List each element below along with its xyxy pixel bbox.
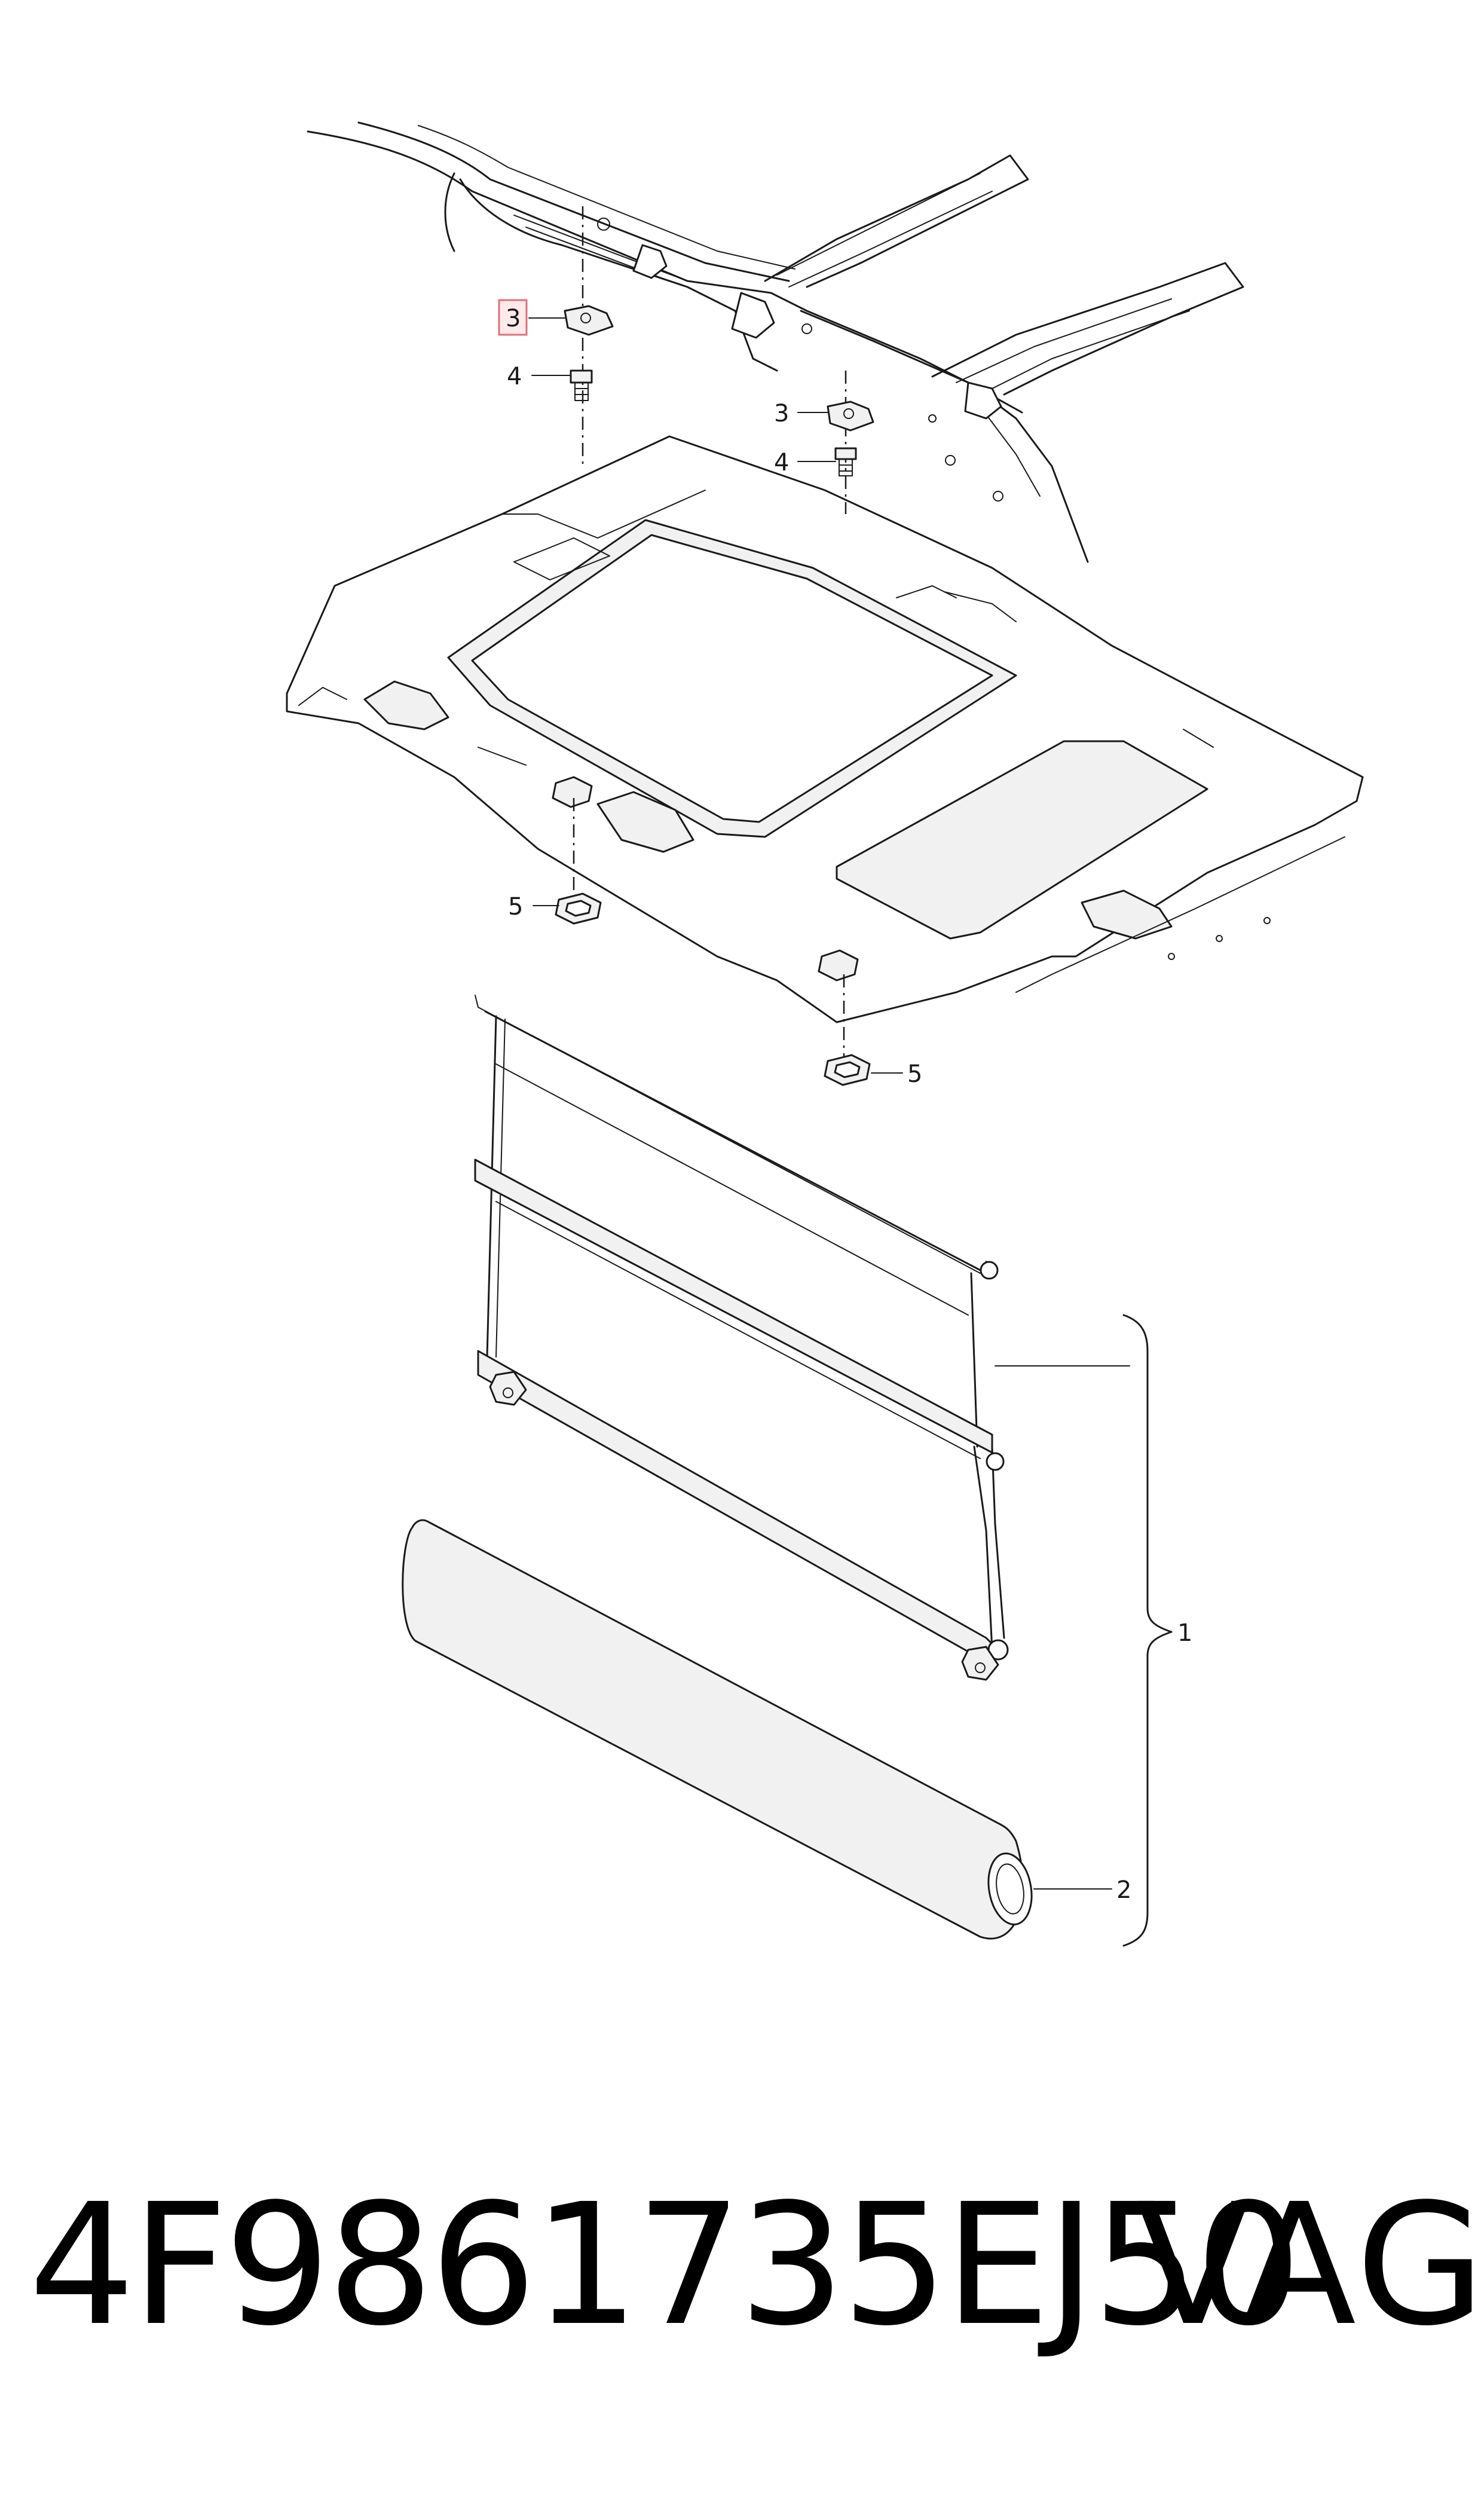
cargo-cover-assembly [474,995,1009,1681]
parts-diagram: 3 4 3 4 5 5 1 2 [286,121,1364,1947]
brand-label: VAG [1136,2168,1484,2363]
part-number: 4F9861735EJ50 [29,2168,1302,2363]
sunroof-opening-rear [836,740,1208,940]
handle-recess-1 [363,680,449,730]
roof-frame [307,121,1244,563]
callout-1: 1 [1177,1619,1192,1647]
callout-3-highlight-box [498,299,528,336]
callout-2: 2 [1116,1876,1131,1904]
visor-clip-recess-left [552,776,593,808]
fastener-set-right [827,371,874,514]
group-brace [1122,1314,1173,1947]
visor-clips [555,798,871,1086]
callout-3-right: 3 [774,400,789,427]
handle-recess-2 [596,791,694,853]
visor-clip-recess-right [818,949,859,982]
callout-5-left: 5 [508,893,523,921]
light-recess [1081,889,1173,940]
callout-4-left: 4 [507,363,522,390]
fastener-set-left [564,206,614,466]
headliner [286,435,1364,1023]
roller-housing [402,1519,1033,1940]
callout-4-right: 4 [774,449,789,476]
leader-lines [528,317,1130,1890]
clip-nut-right [827,401,874,432]
clip-nut-left [564,305,614,336]
screw-right [834,447,857,460]
screw-left [570,369,593,384]
footer: 4F9861735EJ50 VAG [0,2176,1484,2355]
callout-5-right: 5 [907,1060,922,1088]
callout-3-highlighted: 3 [506,305,521,332]
